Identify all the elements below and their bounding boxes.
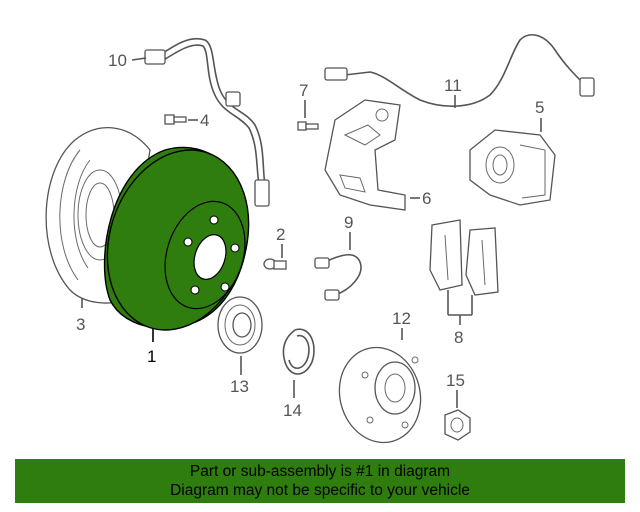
callout-2: 2	[276, 225, 285, 244]
parts-diagram: 10 4 7 11 5 6 9 2 3 1 12 8 13 14 15	[45, 34, 595, 444]
callout-3: 3	[76, 315, 85, 334]
callout-7: 7	[299, 81, 308, 100]
wheel-hub-part	[338, 346, 422, 444]
callout-12: 12	[392, 309, 411, 328]
screw-part	[263, 258, 287, 270]
brake-pads-part	[429, 219, 499, 296]
diagram-notice-banner: Part or sub-assembly is #1 in diagram Di…	[15, 459, 625, 503]
callout-9: 9	[344, 213, 353, 232]
pad-wear-sensor-part	[314, 254, 362, 301]
callout-1: 1	[147, 347, 156, 366]
callout-13: 13	[230, 377, 249, 396]
wheel-bearing-part	[217, 296, 263, 354]
caliper-bracket-part	[324, 99, 406, 211]
snap-ring-part	[282, 328, 315, 375]
notice-line-part-number: Part or sub-assembly is #1 in diagram	[189, 463, 451, 480]
axle-nut-part	[444, 409, 471, 441]
callout-15: 15	[446, 371, 465, 390]
callout-6: 6	[422, 189, 431, 208]
callout-10: 10	[108, 51, 127, 70]
callout-11: 11	[444, 76, 462, 95]
callout-5: 5	[535, 98, 544, 117]
callout-14: 14	[283, 401, 302, 420]
brake-caliper-part	[469, 129, 556, 206]
leader-lines	[81, 57, 542, 408]
rotor-center-bore	[193, 234, 227, 280]
notice-line-disclaimer: Diagram may not be specific to your vehi…	[170, 482, 470, 499]
callout-8: 8	[454, 328, 463, 347]
bolt-part-7	[297, 121, 319, 131]
brake-hose-part	[144, 37, 270, 207]
brake-rotor-part	[103, 146, 250, 331]
callout-4: 4	[200, 111, 209, 130]
wear-sensor-wire-part	[324, 34, 595, 107]
bolt-part-4	[164, 114, 187, 125]
